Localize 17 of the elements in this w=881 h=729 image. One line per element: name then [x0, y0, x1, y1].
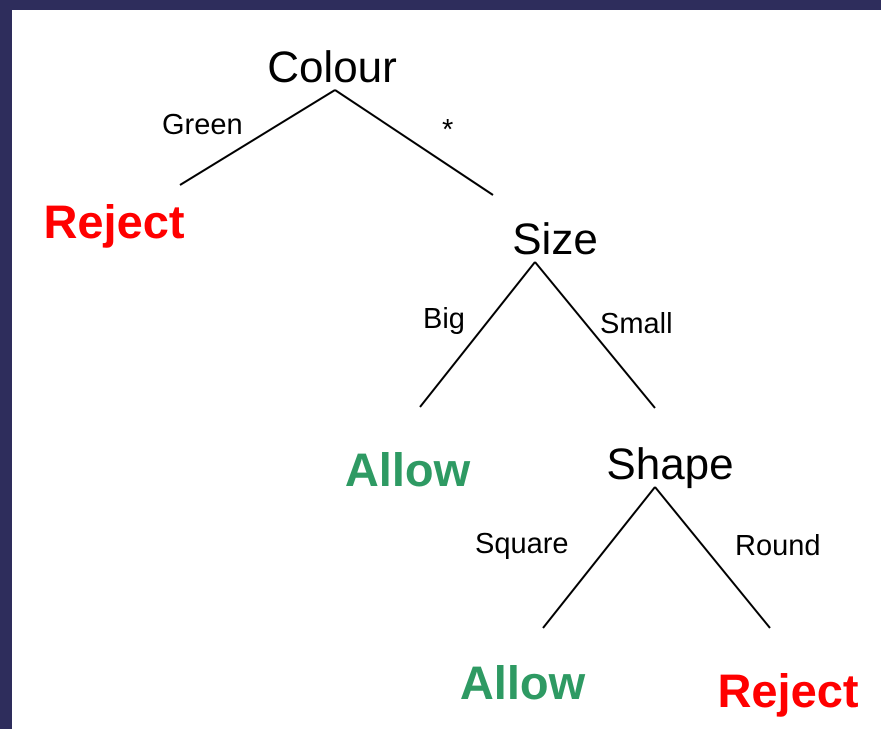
decision-outcome: Allow [460, 659, 586, 706]
edge-label: Round [735, 532, 820, 561]
attribute-label: Shape [606, 443, 734, 487]
edge-label: Small [600, 310, 673, 339]
edge-label: Big [423, 305, 465, 334]
tree-branch [654, 486, 771, 629]
attribute-label: Colour [267, 46, 397, 90]
tree-branch [334, 89, 494, 196]
tree-branch [534, 261, 656, 409]
tree-branch [179, 89, 336, 186]
tree-branch [542, 486, 656, 629]
decision-outcome: Allow [344, 446, 470, 493]
tree-branch [419, 261, 536, 408]
edge-label: Square [475, 530, 569, 559]
edge-label: * [442, 116, 454, 145]
attribute-label: Size [512, 218, 598, 262]
edge-label: Green [162, 111, 243, 140]
